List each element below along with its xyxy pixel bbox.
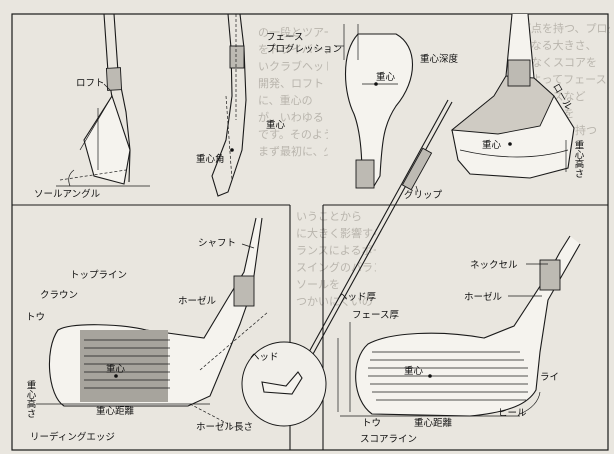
crown-label: クラウン [40,290,78,301]
wood-head-perspective [450,13,575,179]
face-progression-label-2: プログレッション [266,43,342,55]
background-text-mid: いうことから に大きく影響するフ ランスによるボール スイングのバランスと ソー… [296,210,376,308]
head-label: ヘッド [250,352,279,363]
cog-head-label: 重心 [376,71,396,83]
background-text-left: の一段とツアーイン をドライバー、そのし いクラブヘッドの 開発、ロフト に、重… [258,26,328,158]
face-thickness-label: フェース厚 [352,310,400,321]
grip-label: グリップ [404,189,443,201]
center-long-club [241,99,453,427]
sole-angle-label: ソールアングル [34,188,101,200]
toe-right-label: トウ [362,418,381,429]
face-progression-label-1: フェース [266,32,304,43]
leading-edge-label: リーディングエッジ [30,431,115,443]
hosel-label: ホーゼル [178,295,217,307]
outer-frame [11,13,609,451]
score-line-label: スコアライン [360,434,417,445]
hosel-length-label: ホーゼル長さ [196,421,253,433]
heel-label: ヒール [498,408,527,419]
lie-label: ライ [540,372,559,383]
cog-wedge-label: 重心 [266,119,286,131]
iron-cog-angle-view [211,13,247,197]
head-thickness-label: ヘッド厚 [338,292,377,303]
top-line-label: トップライン [70,270,127,281]
driver-face-view [337,235,581,417]
toe-left-label: トウ [26,312,45,323]
neck-cell-label: ネックセル [470,260,518,271]
cog-wood-label: 重心 [482,139,502,151]
iron-face-view [36,217,269,427]
cog-distance-driver-label: 重心距離 [414,417,453,429]
cog-height-wood-label: 重心高さ [573,139,585,178]
loft-label: ロフト [76,78,105,89]
shaft-label: シャフト [198,238,236,249]
cog-angle-label: 重心角 [196,153,225,165]
cog-height-iron-label: 重心高さ [25,379,37,418]
cog-distance-iron-label: 重心距離 [96,405,135,417]
wedge-side-view [56,13,150,187]
cog-driver-label: 重心 [404,365,424,377]
hosel-right-label: ホーゼル [464,291,503,303]
cog-iron-label: 重心 [106,363,126,375]
driver-head-top-view [343,24,414,189]
center-depth-label: 重心深度 [420,53,459,65]
